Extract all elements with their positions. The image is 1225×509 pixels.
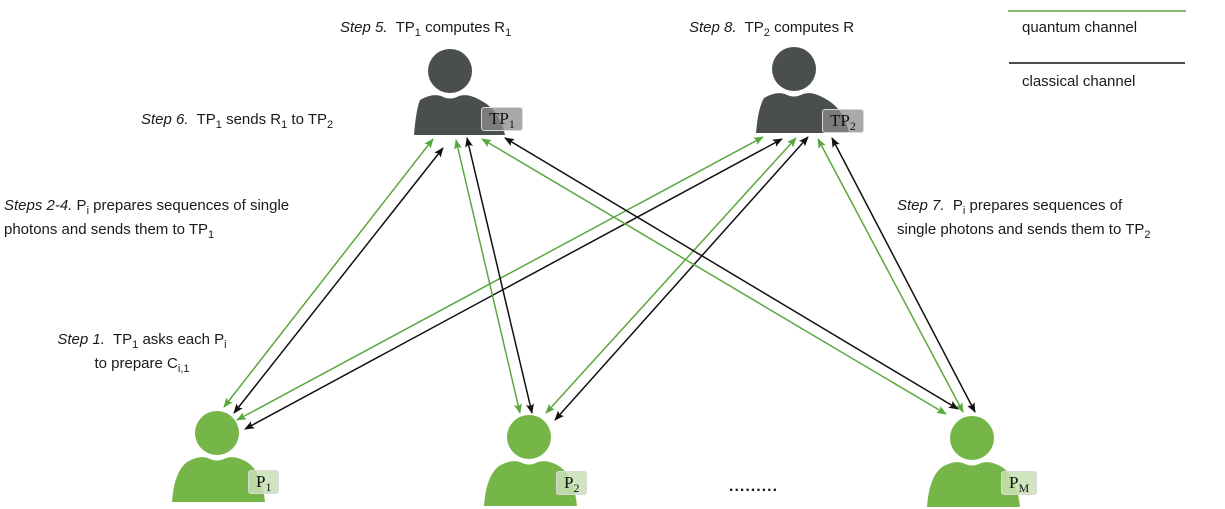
step7-prefix: Step 7. [897, 197, 945, 214]
step1-text: TP [112, 331, 133, 348]
pm-label-sub: M [1018, 481, 1030, 495]
steps2-4-line1: Steps 2-4. Pi prepares sequences of sing… [4, 194, 289, 218]
legend-classical-label: classical channel [1022, 73, 1136, 90]
legend-quantum-label: quantum channel [1022, 19, 1138, 36]
step7-line2: single photons and sends them to TP2 [897, 218, 1151, 242]
quantum-channel-pm-tp1 [481, 138, 947, 415]
step5-annotation: Step 5. TP1 computes R1 [340, 18, 512, 39]
p2-person-icon [484, 415, 577, 506]
step1-sub: i,1 [177, 363, 190, 375]
step5-prefix: Step 5. [340, 19, 388, 36]
classical-channel-pm-tp2 [831, 137, 976, 413]
step1-annotation: Step 1. TP1 asks each Pi to prepare Ci,1 [36, 328, 248, 376]
step5-text: TP [395, 19, 415, 36]
step6-annotation: Step 6. TP1 sends R1 to TP2 [141, 110, 334, 131]
step1-sub: 1 [132, 339, 139, 351]
p1-label-text: P [256, 472, 266, 491]
steps2-4-text: photons and sends them to TP [4, 221, 209, 238]
steps2-4-text: prepares sequences of single [89, 197, 290, 214]
classical-channel-p2-tp2 [554, 136, 809, 421]
tp2-label-text: TP [830, 111, 850, 130]
quantum-channel-p2-tp2 [545, 137, 797, 414]
step6-text: sends R [221, 111, 282, 128]
step8-prefix: Step 8. [689, 19, 737, 36]
step7-annotation: Step 7. Pi prepares sequences of single … [897, 194, 1151, 242]
quantum-channel-pm-tp2 [817, 138, 964, 413]
steps2-4-prefix: Steps 2-4. [4, 197, 73, 214]
step8-sub: 2 [763, 27, 770, 39]
p1-label-sub: 1 [265, 480, 272, 494]
step6-sub: 1 [215, 119, 222, 131]
p1-label: P1 [248, 470, 280, 494]
step5-text: computes R [420, 19, 506, 36]
steps2-4-sub: 1 [208, 229, 215, 241]
step6-sub: 1 [281, 119, 288, 131]
step7-line1: Step 7. Pi prepares sequences of [897, 194, 1151, 218]
step1-line1: Step 1. TP1 asks each Pi [36, 328, 248, 352]
tp1-label-sub: 1 [508, 117, 515, 131]
step7-text: P [952, 197, 963, 214]
classical-channel-p2-tp1 [465, 137, 534, 414]
step1-text: asks each P [138, 331, 225, 348]
p2-label: P2 [556, 471, 588, 495]
tp2-label-sub: 2 [849, 119, 856, 133]
pm-label-text: P [1009, 473, 1019, 492]
pm-person-icon [927, 416, 1020, 507]
step5-sub: 1 [505, 27, 512, 39]
ellipsis: ......... [729, 478, 779, 495]
step6-sub: 2 [327, 119, 334, 131]
pm-label: PM [1001, 471, 1038, 495]
tp1-person-icon [414, 49, 505, 135]
step1-line2: to prepare Ci,1 [36, 352, 248, 376]
steps2-4-sub: i [86, 205, 90, 217]
step6-prefix: Step 6. [141, 111, 189, 128]
steps2-4-line2: photons and sends them to TP1 [4, 218, 289, 242]
channel-edges [223, 136, 976, 430]
step1-text: to prepare C [94, 355, 178, 372]
step7-text: prepares sequences of [965, 197, 1123, 214]
p2-label-text: P [564, 473, 574, 492]
steps2-4-annotation: Steps 2-4. Pi prepares sequences of sing… [4, 194, 289, 242]
quantum-channel-p2-tp1 [454, 139, 522, 414]
steps2-4-text: P [76, 197, 87, 214]
step8-text: computes R [769, 19, 855, 36]
quantum-channel-p1-tp1 [223, 138, 434, 408]
step1-sub: i [224, 339, 227, 351]
step7-sub: i [962, 205, 966, 217]
tp1-label-text: TP [489, 109, 509, 128]
step5-sub: 1 [414, 27, 421, 39]
step7-sub: 2 [1144, 229, 1151, 241]
p1-person-icon [172, 411, 265, 502]
classical-channel-p1-tp1 [233, 147, 444, 414]
tp2-label: TP2 [822, 109, 864, 133]
step1-prefix: Step 1. [57, 331, 105, 348]
step6-text: TP [196, 111, 216, 128]
step7-text: single photons and sends them to TP [897, 221, 1145, 238]
step8-annotation: Step 8. TP2 computes R [689, 18, 855, 39]
step8-text: TP [744, 19, 764, 36]
p2-label-sub: 2 [573, 481, 580, 495]
tp1-label: TP1 [481, 107, 523, 131]
step6-text: to TP [287, 111, 327, 128]
